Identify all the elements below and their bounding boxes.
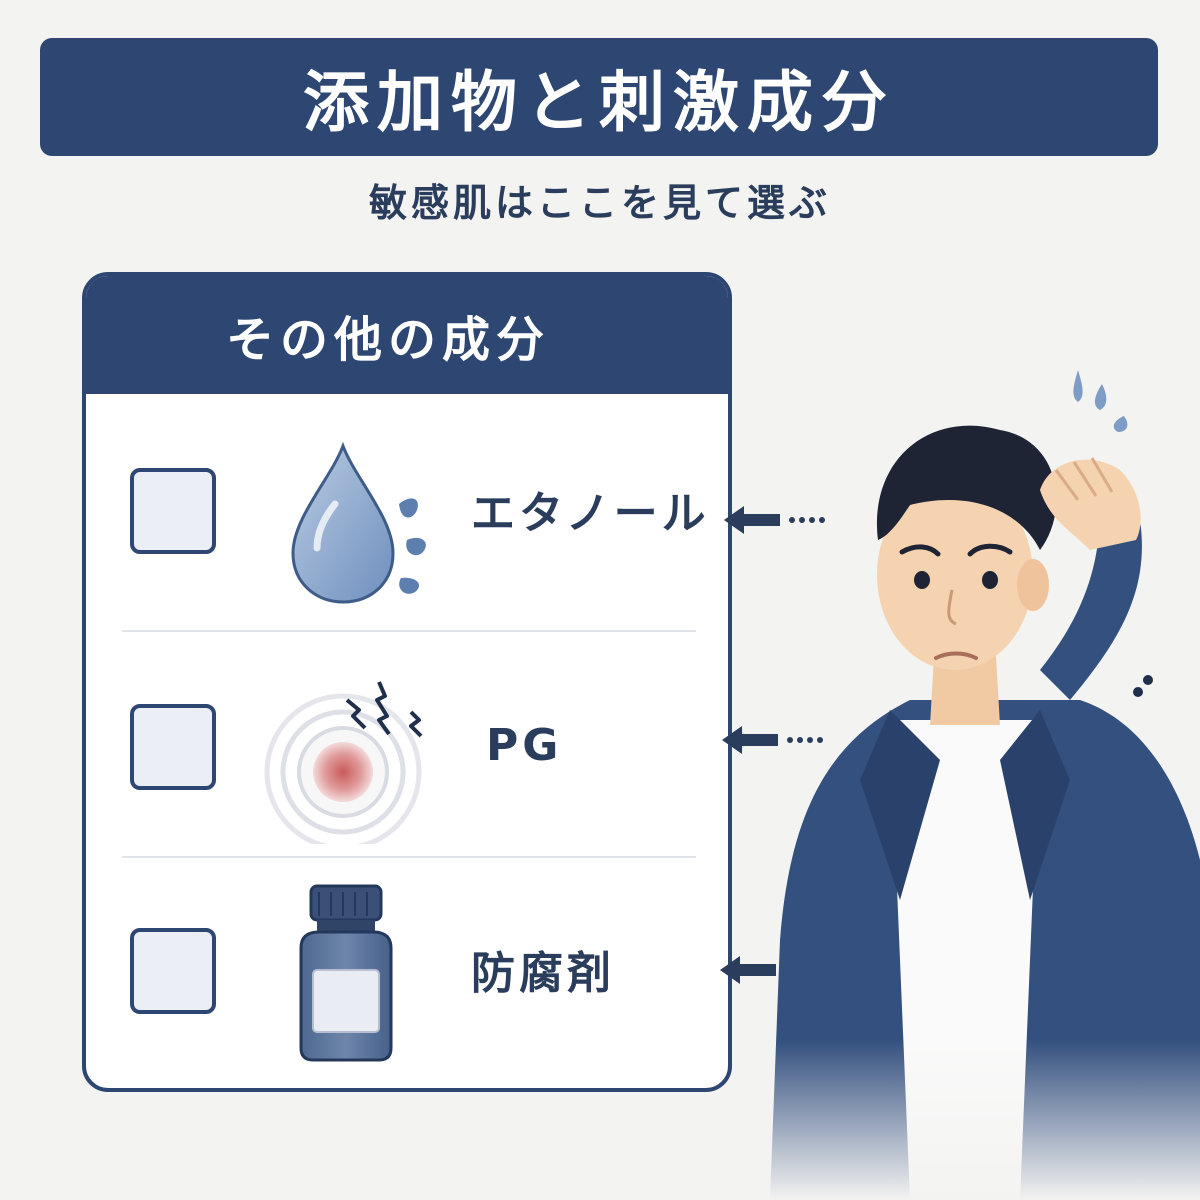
checkbox-ethanol[interactable]: [130, 468, 216, 554]
checkbox-pg[interactable]: [130, 704, 216, 790]
card-heading: その他の成分: [226, 312, 551, 368]
checklist-item-ethanol: エタノール: [86, 398, 728, 620]
water-drop-icon: [291, 441, 426, 604]
medicine-bottle-icon: [299, 884, 393, 1062]
ingredient-label: エタノール: [471, 488, 710, 539]
title-banner: 添加物と刺激成分: [40, 38, 1158, 156]
ingredient-checklist-card: その他の成分 エタノール: [82, 272, 732, 1092]
worried-man-illustration: [740, 370, 1200, 1200]
ingredient-label: PG: [486, 719, 563, 771]
checkbox-preservative[interactable]: [130, 928, 216, 1014]
page-subtitle: 敏感肌はここを見て選ぶ: [368, 181, 831, 225]
sweat-drops-icon: [1073, 370, 1128, 432]
card-header: その他の成分: [86, 276, 728, 394]
checklist-item-preservative: 防腐剤: [86, 858, 728, 1080]
arrow-left-icon: [722, 726, 823, 754]
arrow-left-icon: [724, 506, 825, 534]
page-title: 添加物と刺激成分: [303, 64, 895, 141]
divider: [122, 856, 696, 858]
ingredient-label: 防腐剤: [471, 948, 615, 999]
irritation-target-icon: [264, 681, 423, 844]
checklist-item-pg: PG: [86, 634, 728, 856]
divider: [122, 630, 696, 632]
